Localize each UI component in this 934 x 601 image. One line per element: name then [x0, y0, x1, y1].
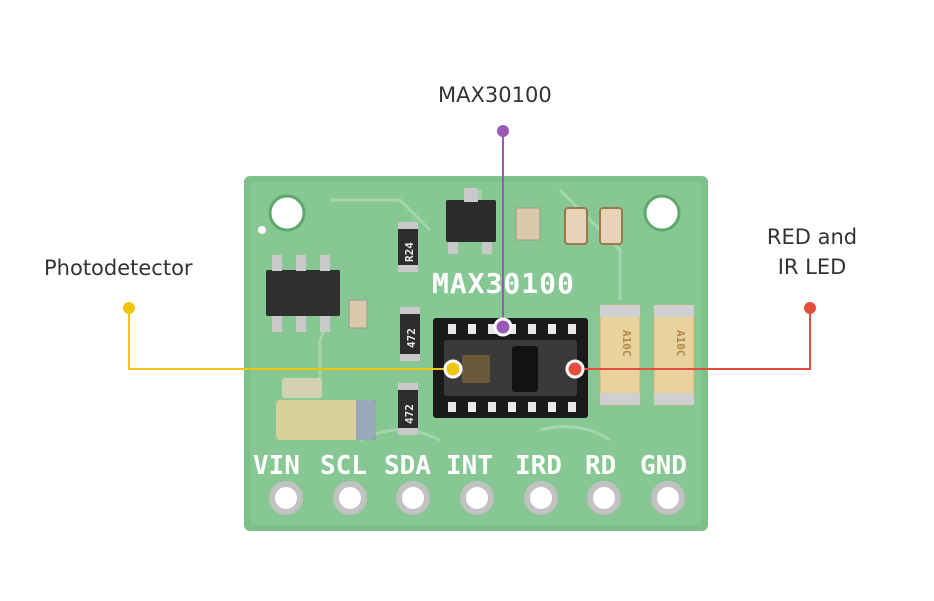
callout-dot-max30100	[497, 125, 509, 137]
resistor-mark-472: 472	[405, 328, 418, 348]
mounting-hole-left	[268, 194, 306, 232]
pin-hole	[460, 481, 494, 515]
pin-hole	[524, 481, 558, 515]
pin-hole	[587, 481, 621, 515]
callout-red-ir-led	[565, 302, 816, 379]
pin-label-vin: VIN	[253, 451, 300, 481]
callout-label-led-line2: IR LED	[777, 255, 847, 279]
callout-line-led	[575, 308, 811, 370]
pin-labels: VIN SCL SDA INT IRD RD GND	[253, 451, 687, 481]
resistor-472-upper	[400, 307, 420, 361]
mounting-hole-right	[643, 194, 681, 232]
tantalum-capacitor-right-1	[599, 304, 641, 406]
resistor-mark-472: 472	[403, 404, 416, 424]
callout-label-photodetector: Photodetector	[44, 256, 193, 280]
callout-max30100	[493, 125, 513, 337]
max30100-sensor	[433, 318, 588, 418]
transistor	[446, 200, 496, 242]
regulator	[266, 270, 340, 316]
pin-label-sda: SDA	[384, 451, 431, 481]
callout-dot-led	[804, 302, 816, 314]
callout-marker-max30100	[493, 317, 513, 337]
callout-photodetector	[123, 302, 463, 379]
pin-hole	[651, 481, 685, 515]
pin-label-int: INT	[446, 451, 493, 481]
pin-label-ird: IRD	[515, 451, 562, 481]
callout-label-led: RED and IR LED	[752, 222, 872, 282]
callout-marker-led	[565, 359, 585, 379]
callout-label-max30100: MAX30100	[438, 83, 552, 107]
pin-label-gnd: GND	[640, 451, 687, 481]
pin-label-scl: SCL	[320, 451, 367, 481]
capacitor-small	[599, 207, 623, 245]
resistor-472-lower	[398, 383, 418, 435]
tantalum-capacitor-left	[276, 400, 376, 440]
resistor-mark-r24: R24	[403, 242, 416, 262]
tantalum-capacitor-right-2	[653, 304, 695, 406]
resistor-r24	[398, 222, 418, 272]
pin-hole	[333, 481, 367, 515]
pin-hole	[396, 481, 430, 515]
callout-line-photodetector	[128, 308, 453, 370]
via	[258, 226, 266, 234]
callout-marker-photodetector	[443, 359, 463, 379]
capacitor-small	[564, 207, 588, 245]
callout-label-led-line1: RED and	[766, 225, 858, 249]
capacitor-mark: A10C	[674, 330, 687, 357]
pin-holes	[269, 481, 685, 515]
pin-hole	[269, 481, 303, 515]
callout-dot-photodetector	[123, 302, 135, 314]
pin-label-rd: RD	[585, 451, 616, 481]
capacitor-mark: A10C	[620, 330, 633, 357]
